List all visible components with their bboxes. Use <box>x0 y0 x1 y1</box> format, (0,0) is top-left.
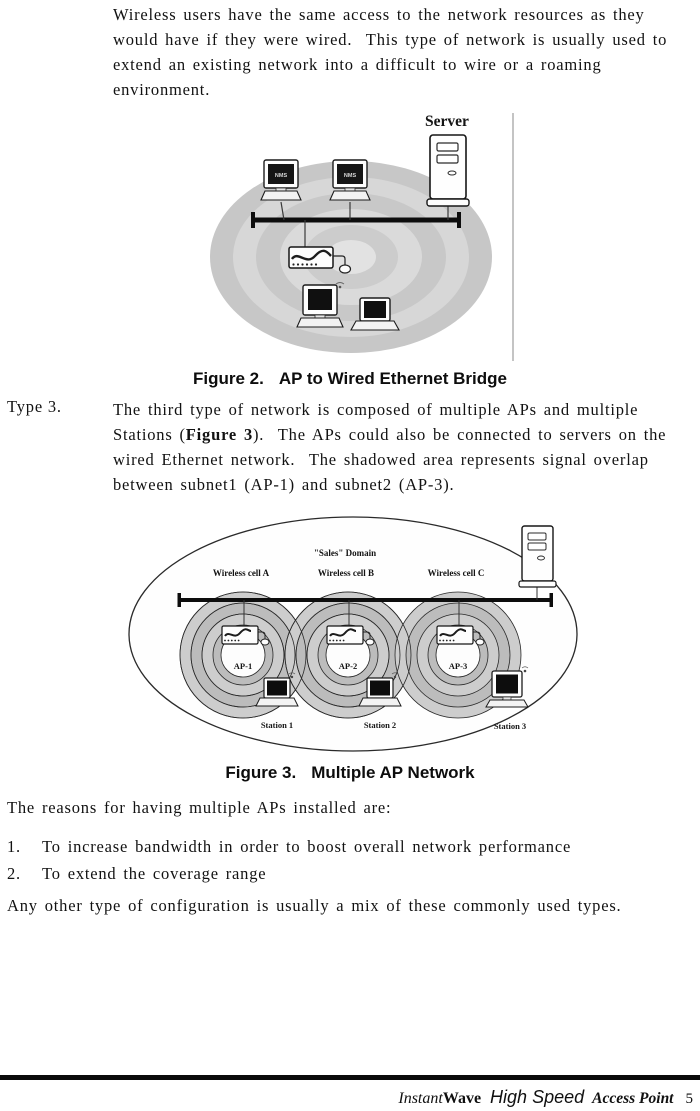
list-item-text: To increase bandwidth in order to boost … <box>42 837 572 856</box>
station-3-label: Station 3 <box>494 721 526 731</box>
brand-wave: Wave <box>442 1090 482 1107</box>
closing-paragraph: Any other type of configuration is usual… <box>7 896 622 915</box>
list-item-text: To extend the coverage range <box>42 864 267 883</box>
brand-instant: Instant <box>398 1090 443 1107</box>
nms-screen-label: NMS <box>275 173 288 179</box>
nms-computer-1-icon: NMS <box>260 159 302 201</box>
intro-paragraph: Wireless users have the same access to t… <box>113 5 675 99</box>
wireless-cell-b-label: Wireless cell B <box>318 568 374 578</box>
list-item: 1. To increase bandwidth in order to boos… <box>7 833 697 860</box>
list-item: 2. To extend the coverage range <box>7 860 697 887</box>
ap-1-label: AP-1 <box>234 661 252 671</box>
station-2-label: Station 2 <box>364 720 396 730</box>
station-1-icon <box>255 672 299 707</box>
nms-computer-2-icon: NMS <box>329 159 371 201</box>
wireless-cell-a-label: Wireless cell A <box>213 568 270 578</box>
ethernet-bus <box>177 593 553 607</box>
station-1-label: Station 1 <box>261 720 293 730</box>
figure3-caption-label: Figure 3. <box>225 763 297 782</box>
drop-lines <box>280 201 449 247</box>
type3-label: Type 3. <box>7 397 62 416</box>
ap-1-icon <box>221 625 270 646</box>
nms-screen-label: NMS <box>344 173 357 179</box>
ap-2-icon <box>326 625 375 646</box>
sales-domain-label: "Sales" Domain <box>314 548 376 558</box>
access-point-icon <box>288 246 352 274</box>
drop-lines <box>243 586 538 626</box>
wireless-laptop-icon <box>350 297 400 331</box>
figure3-caption-title: Multiple AP Network <box>311 763 475 782</box>
ap-antenna-mouse <box>338 264 352 274</box>
server-label: Server <box>425 113 469 130</box>
figure2-caption-label: Figure 2. <box>193 369 264 388</box>
page-footer: InstantWave High Speed Access Point 5 <box>398 1087 693 1108</box>
footer-rule <box>0 1075 700 1080</box>
figure2-diagram: NMS NMS Server <box>185 107 520 368</box>
product-name: High Speed <box>490 1087 585 1107</box>
figure2-caption-title: AP to Wired Ethernet Bridge <box>278 369 507 388</box>
figure3-diagram: "Sales" Domain Wireless cell A Wireless … <box>113 512 593 757</box>
figure3-caption: Figure 3. Multiple AP Network <box>0 763 700 783</box>
wireless-cell-c-label: Wireless cell C <box>428 568 485 578</box>
type3-paragraph: The third type of network is composed of… <box>113 397 691 497</box>
ap-2-label: AP-2 <box>339 661 357 671</box>
page-number: 5 <box>685 1091 694 1107</box>
list-item-number: 2. <box>7 864 21 883</box>
cell-c-rings <box>394 591 522 719</box>
wireless-desktop-icon <box>296 282 345 328</box>
ap-3-icon <box>436 625 485 646</box>
ap-led-row <box>292 263 318 266</box>
server-icon <box>426 134 470 207</box>
reasons-intro: The reasons for having multiple APs inst… <box>7 798 392 817</box>
type3-text-1: The third type of network is composed of… <box>113 400 646 444</box>
type3-bold-ref: Figure 3 <box>185 425 254 444</box>
type3-text-2: ). The APs could also be connected to se… <box>113 425 674 494</box>
ap-3-label: AP-3 <box>449 661 467 671</box>
station-3-icon <box>485 666 529 708</box>
overlap-outlines <box>179 591 412 719</box>
list-item-number: 1. <box>7 837 21 856</box>
server-icon <box>518 525 557 588</box>
figure2-caption: Figure 2. AP to Wired Ethernet Bridge <box>0 369 700 389</box>
figure2-image: NMS NMS Server <box>210 113 514 361</box>
reasons-list: 1. To increase bandwidth in order to boos… <box>7 833 697 887</box>
ethernet-bus <box>251 212 461 228</box>
figure3-image: "Sales" Domain Wireless cell A Wireless … <box>128 516 578 752</box>
station-2-icon <box>358 672 402 707</box>
product-suffix: Access Point <box>592 1090 674 1107</box>
